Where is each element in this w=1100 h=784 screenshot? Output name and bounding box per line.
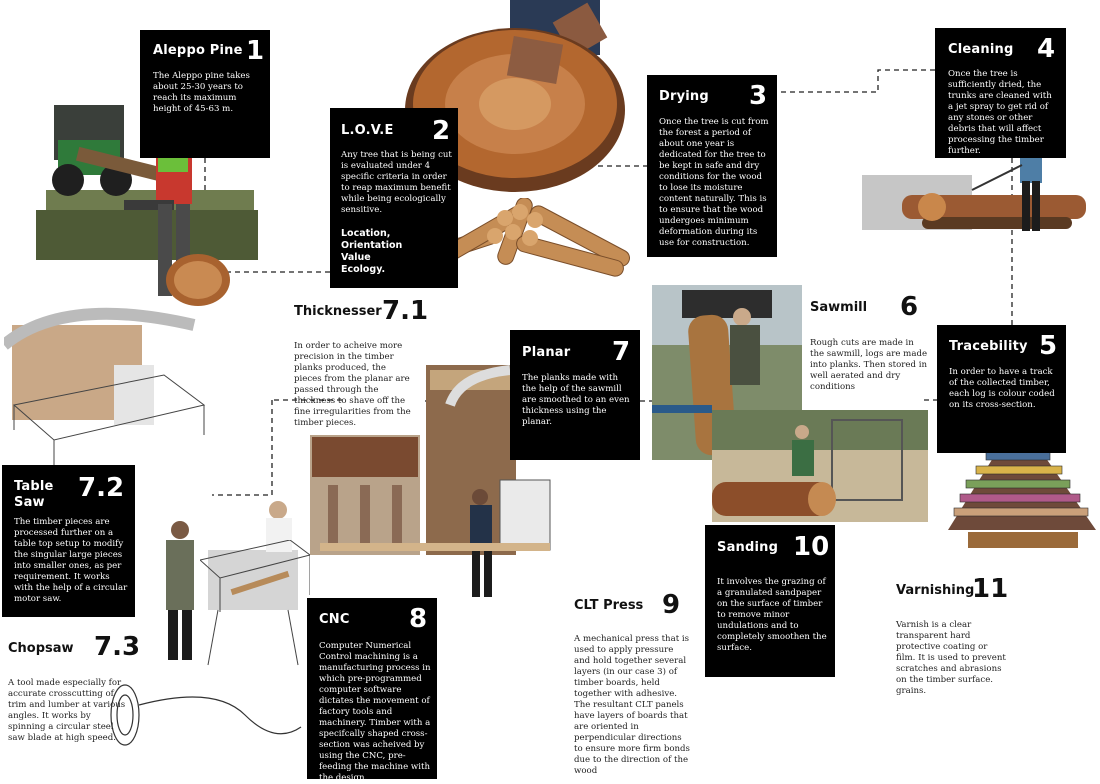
step-description: Varnish is a clear transparent hard prot… (896, 620, 1006, 696)
step-number: 10 (793, 532, 830, 562)
table-saw-sketch (4, 307, 206, 465)
step-title: Aleppo Pine (153, 43, 243, 58)
step-number: 8 (409, 604, 428, 634)
step-card-drying: Drying 3 Once the tree is cut from the f… (647, 75, 777, 257)
step-card-cleaning: Cleaning 4 Once the tree is sufficiently… (935, 28, 1066, 158)
love-criteria-list: Location, Orientation Value Ecology. (341, 228, 403, 275)
step-chopsaw: Chopsaw 7.3 A tool made especially for a… (0, 628, 140, 758)
step-description: The Aleppo pine takes about 25-30 years … (153, 71, 250, 114)
step-title: CLT Press (574, 598, 644, 613)
step-description: Rough cuts are made in the sawmill, logs… (810, 338, 928, 392)
step-title: Chopsaw (8, 641, 74, 656)
step-description: The planks made with the help of the saw… (522, 373, 630, 427)
step-card-tracebility: Tracebility 5 In order to have a track o… (937, 325, 1066, 453)
step-number: 7.3 (94, 632, 141, 662)
step-sawmill: Sawmill 6 Rough cuts are made in the saw… (800, 288, 935, 408)
step-description: The timber pieces are processed further … (14, 517, 128, 604)
step-title: Sawmill (810, 300, 868, 315)
step-title: Sanding (717, 540, 779, 555)
tree-stump-photo (405, 0, 625, 192)
step-number: 6 (900, 292, 919, 322)
step-description: In order to acheive more precision in th… (294, 341, 411, 428)
step-description: It involves the grazing of a granulated … (717, 577, 827, 653)
step-number: 1 (246, 36, 265, 66)
workshop-planar-photo (310, 365, 551, 597)
log-sanding-photo (712, 410, 928, 522)
step-number: 4 (1037, 34, 1056, 64)
sawmill-photo (652, 285, 802, 460)
step-description: A tool made especially for accurate cros… (8, 678, 126, 743)
step-number: 7.1 (382, 296, 429, 326)
step-title: Thicknesser (294, 304, 382, 319)
step-title: Varnishing (896, 583, 975, 598)
step-card-sanding: Sanding 10 It involves the grazing of a … (705, 525, 835, 677)
step-number: 11 (972, 574, 1009, 604)
step-number: 5 (1039, 331, 1058, 361)
step-number: 7 (612, 337, 631, 367)
step-card-table-saw: Table Saw 7.2 The timber pieces are proc… (2, 465, 135, 617)
step-title: CNC (319, 612, 350, 627)
step-number: 2 (432, 116, 451, 146)
step-title: L.O.V.E (341, 123, 394, 138)
step-number: 9 (662, 590, 681, 620)
chopsaw-photo (166, 501, 299, 666)
step-title: Tracebility (949, 339, 1028, 354)
step-varnishing: Varnishing 11 Varnish is a clear transpa… (892, 572, 1032, 696)
step-title: Cleaning (948, 42, 1014, 57)
step-description: Once the tree is sufficiently dried, the… (948, 69, 1052, 156)
step-number: 7.2 (78, 473, 125, 503)
step-title: Table Saw (14, 479, 54, 510)
step-title: Drying (659, 89, 709, 104)
jet-spray-cleaning-photo (862, 140, 1086, 231)
aleppo-pine-harvest-photo (36, 105, 258, 306)
extension-cable-sketch (110, 684, 302, 746)
step-description: Any tree that is being cut is evaluated … (341, 150, 452, 215)
step-card-cnc: CNC 8 Computer Numerical Control machini… (307, 598, 437, 783)
step-card-aleppo-pine: Aleppo Pine 1 The Aleppo pine takes abou… (140, 30, 270, 158)
colour-coded-log-stack-photo (948, 418, 1096, 548)
step-title: Planar (522, 345, 571, 360)
step-clt-press: CLT Press 9 A mechanical press that is u… (570, 590, 700, 776)
step-card-planar: Planar 7 The planks made with the help o… (510, 330, 640, 460)
step-thicknesser: Thicknesser 7.1 In order to acheive more… (290, 292, 429, 437)
cnc-bench-sketch (200, 540, 310, 612)
step-description: Once the tree is cut from the forest a p… (659, 117, 769, 248)
step-description: A mechanical press that is used to apply… (574, 634, 690, 776)
step-number: 3 (749, 81, 768, 111)
step-description: In order to have a track of the collecte… (949, 367, 1055, 410)
step-card-love: L.O.V.E 2 Any tree that is being cut is … (330, 108, 458, 288)
step-description: Computer Numerical Control machining is … (319, 641, 431, 783)
